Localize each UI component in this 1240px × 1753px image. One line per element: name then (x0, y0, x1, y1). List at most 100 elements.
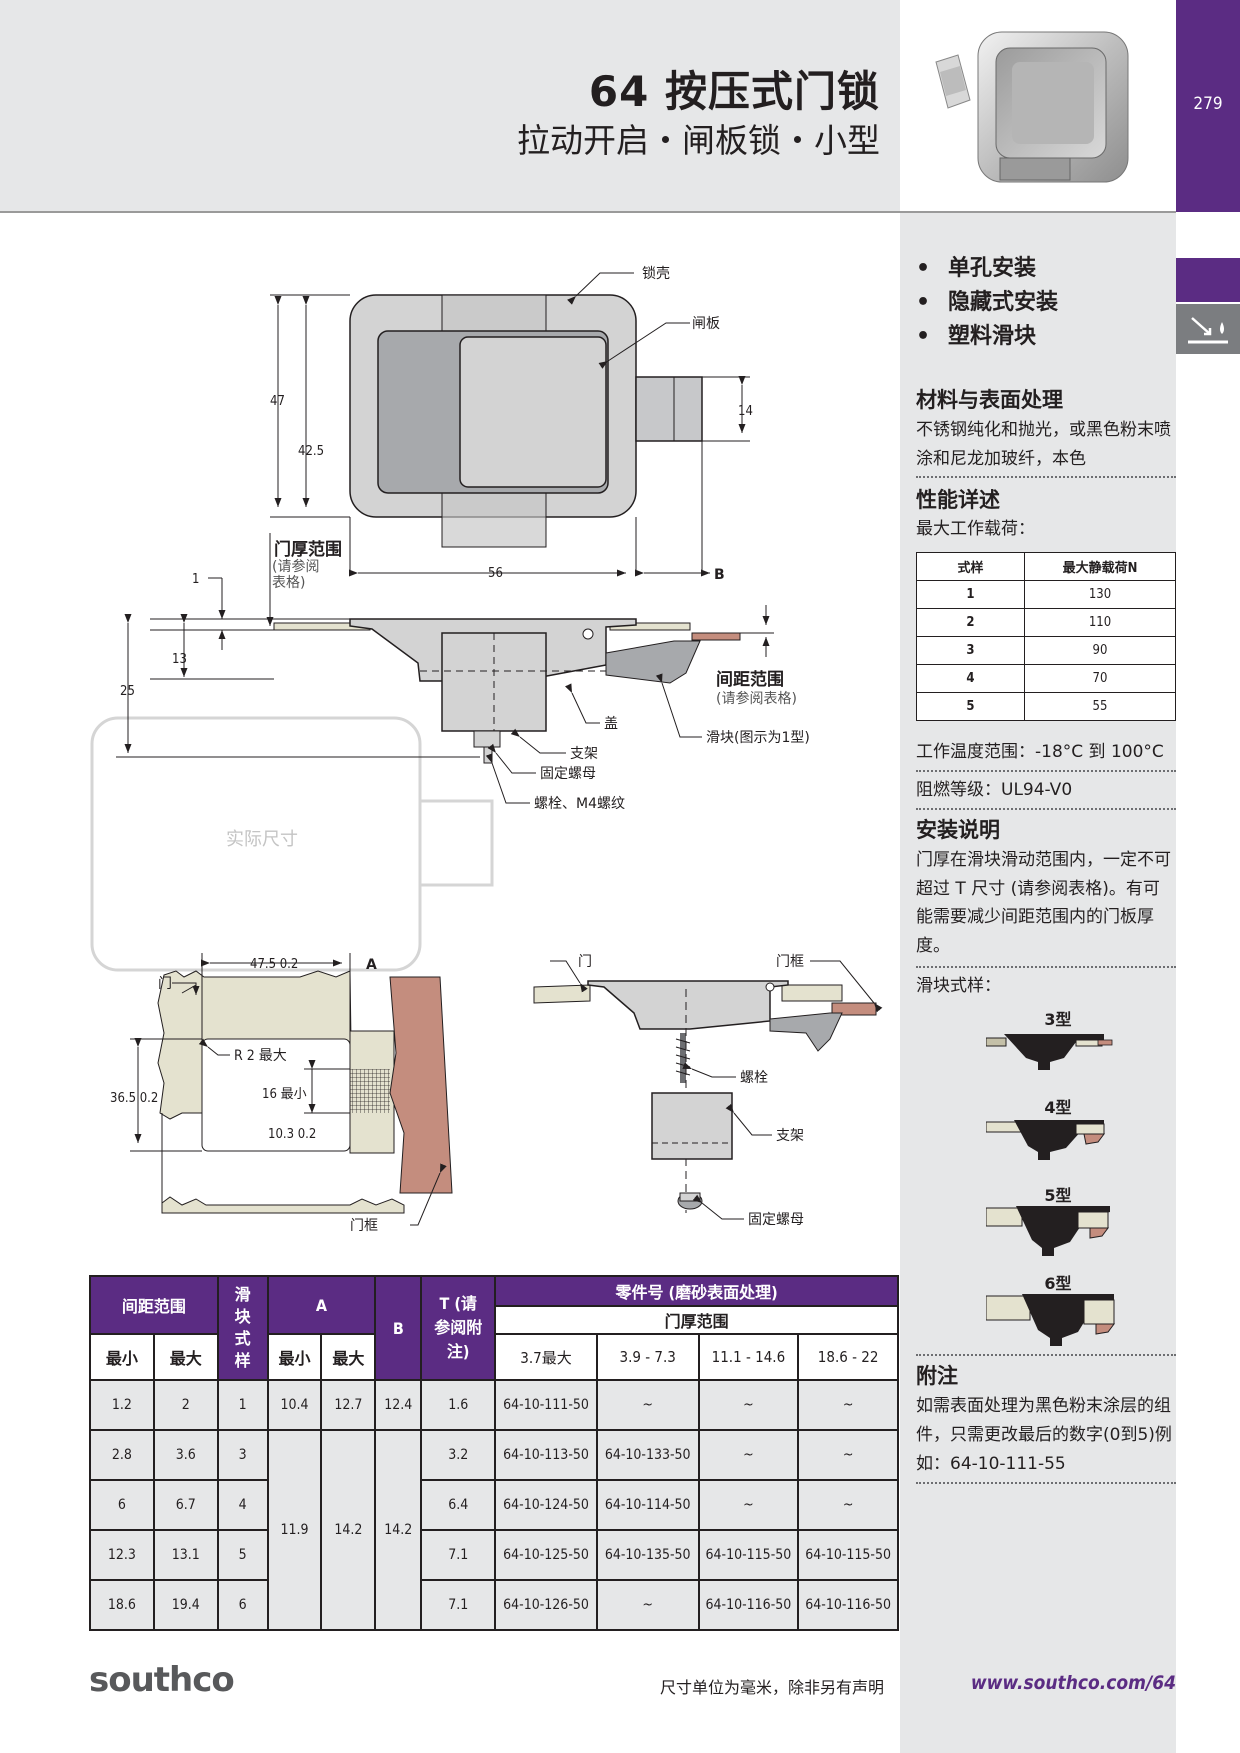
table-cell: 11.9 (266, 1429, 323, 1631)
radius-label: R 2 最大 (234, 1048, 287, 1064)
cover-label: 盖 (604, 716, 618, 732)
table-cell: 19.4 (152, 1579, 219, 1631)
flammability-rating: 阻燃等级：UL94-V0 (916, 780, 1073, 800)
door-range-col: 18.6 - 22 (797, 1333, 899, 1381)
bolt-label-2: 螺栓 (740, 1070, 768, 1086)
table-cell: 64-10-126-50 (494, 1579, 598, 1631)
dim-47: 47 (270, 394, 285, 409)
table-cell: 5 (216, 1529, 269, 1581)
table-row: 12.3 13.1 5 7.1 64-10-125-50 64-10-135-5… (89, 1529, 899, 1581)
table-cell: 64-10-115-50 (797, 1529, 899, 1581)
table-cell: 18.6 (89, 1579, 155, 1631)
latch-side-view (273, 618, 741, 764)
table-cell: 70 (1024, 664, 1176, 693)
materials-text: 不锈钢纯化和抛光，或黑色粉末喷涂和尼龙加玻纤，本色 (916, 420, 1171, 469)
page-tab (1176, 0, 1240, 212)
table-cell: ~ (595, 1579, 700, 1631)
table-cell: 6.7 (152, 1479, 219, 1531)
table-cell: 2 (152, 1379, 219, 1431)
units-note: 尺寸单位为毫米，除非另有声明 (659, 1678, 884, 1697)
side-view-dimensions: 门厚范围 (请参阅 表格) 1 13 25 间距范围 (请参阅表格) 盖 支架 … (116, 533, 810, 812)
website-link[interactable]: www.southco.com/64 (970, 1672, 1176, 1694)
door-label: 门 (158, 976, 172, 992)
header-divider (0, 211, 1176, 213)
table-cell: 64-10-135-50 (595, 1529, 700, 1581)
table-cell: 64-10-111-50 (494, 1379, 598, 1431)
table-cell: 7.1 (420, 1579, 497, 1631)
divider (916, 1482, 1176, 1484)
door-label-2: 门 (578, 954, 592, 970)
table-cell: 130 (1024, 580, 1176, 609)
table-cell: 5 (916, 692, 1025, 721)
dim-10-3: 10.3 0.2 (268, 1127, 316, 1142)
dim-25: 25 (120, 684, 135, 699)
table-cell: 64-10-113-50 (494, 1429, 598, 1481)
load-table-header: 最大静载荷N (1024, 552, 1176, 581)
dim-14: 14 (738, 404, 753, 419)
product-photo (900, 0, 1176, 212)
door-thickness-label: 门厚范围 (274, 539, 342, 560)
door-thickness-note: (请参阅 (272, 558, 319, 575)
table-cell: 2.8 (89, 1429, 155, 1481)
table-cell: 12.4 (374, 1379, 423, 1431)
slider-style-6-icon (986, 1294, 1115, 1346)
table-cell: 2 (916, 608, 1025, 637)
slider-style-4-icon (986, 1120, 1105, 1160)
frame-bottom-label: 门框 (350, 1218, 378, 1234)
grip-range-note: (请参阅表格) (716, 690, 797, 707)
dim-56: 56 (488, 566, 503, 581)
assembly-view (533, 980, 877, 1213)
cutout-dimensions: 47.5 0.2 A 36.5 0.2 16 最小 10.3 0.2 R 2 最… (110, 953, 447, 1234)
front-view-dimensions: 47 42.5 14 56 B 锁壳 闸板 (270, 265, 753, 583)
bolt-label: 螺栓、M4螺纹 (534, 796, 625, 812)
table-cell: 1.6 (420, 1379, 497, 1431)
table-cell: 13.1 (152, 1529, 219, 1581)
table-row: 2.8 3.6 3 11.9 14.2 14.2 3.2 64-10-113-5… (89, 1429, 899, 1631)
slider-style-5-icon (986, 1206, 1110, 1256)
table-cell: ~ (595, 1379, 700, 1431)
b-header: B (374, 1275, 423, 1381)
table-cell: 7.1 (420, 1529, 497, 1581)
actual-size-outline: 实际尺寸 (90, 716, 494, 972)
bracket-label-2: 支架 (776, 1128, 804, 1144)
latch-photo-icon (935, 31, 1129, 183)
frame-label: 门框 (776, 954, 804, 970)
table-cell: 14.2 (320, 1429, 377, 1631)
table-cell: 6.4 (420, 1479, 497, 1531)
slider-style-5-label: 5型 (1044, 1186, 1072, 1205)
slider-style-3-label: 3型 (1044, 1010, 1072, 1029)
door-range-header: 门厚范围 (494, 1305, 899, 1335)
nut-label-2: 固定螺母 (748, 1212, 804, 1228)
header-band (0, 0, 900, 212)
table-cell: 3.6 (152, 1429, 219, 1481)
table-cell: 64-10-125-50 (494, 1529, 598, 1581)
table-cell: 6 (216, 1579, 269, 1631)
dim-42-5: 42.5 (298, 444, 324, 459)
temperature-range: 工作温度范围：-18°C 到 100°C (916, 742, 1164, 762)
door-thickness-note: 表格) (272, 575, 305, 591)
slider-style-6-label: 6型 (1044, 1274, 1072, 1293)
technical-drawing: 实际尺寸 47 42.5 14 56 B 锁壳 闸板 (90, 265, 883, 1234)
table-cell: ~ (797, 1379, 899, 1431)
part-number-table: 间距范围 滑块式样 A B T (请参阅附注) 零件号 (磨砂表面处理) 门厚范… (89, 1275, 899, 1631)
part-number-header: 零件号 (磨砂表面处理) (494, 1275, 899, 1307)
page-number: 279 (1193, 94, 1223, 114)
max-load-label: 最大工作载荷： (916, 519, 1035, 539)
table-cell: 64-10-124-50 (494, 1479, 598, 1531)
page-subtitle: 拉动开启・闸板锁・小型 (517, 121, 880, 160)
nut-label: 固定螺母 (540, 766, 596, 782)
actual-size-label: 实际尺寸 (226, 829, 298, 850)
dim-36-5: 36.5 0.2 (110, 1091, 158, 1106)
divider (916, 770, 1176, 772)
slider-label: 滑块(图示为1型) (706, 729, 810, 746)
table-row: 1.2 2 1 10.4 12.7 12.4 1.6 64-10-111-50 … (89, 1379, 899, 1431)
table-cell: 10.4 (266, 1379, 323, 1431)
southco-logo: southco (89, 1660, 235, 1700)
load-table-header: 式样 (916, 552, 1025, 581)
max-header: 最大 (152, 1333, 219, 1381)
latch-front-view (349, 294, 703, 548)
